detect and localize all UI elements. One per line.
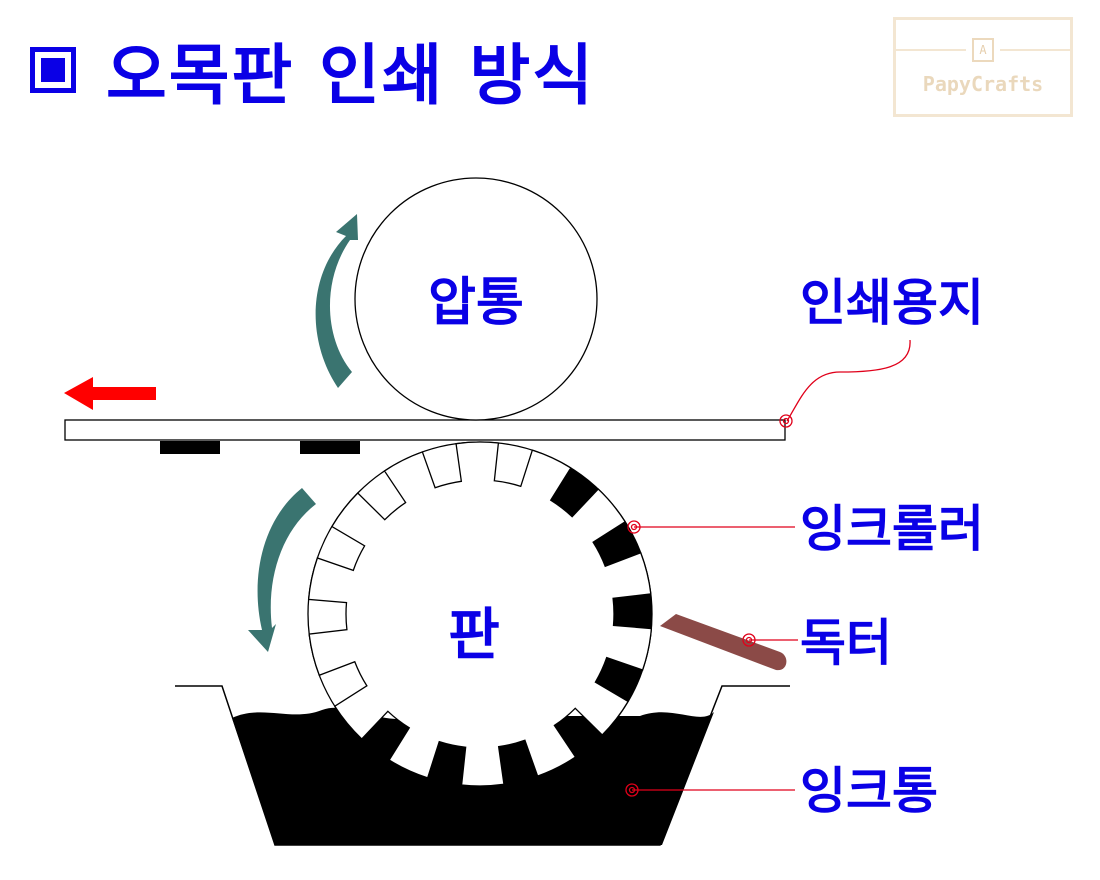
doctor-blade [660, 614, 787, 671]
page-title: 오목판 인쇄 방식 [30, 22, 595, 118]
ink-cell [595, 657, 643, 702]
ink-cell [550, 467, 599, 517]
impression-cylinder [354, 177, 598, 421]
marker-doctor [742, 633, 756, 647]
watermark-text: PapyCrafts [922, 72, 1044, 96]
label-ink-trough: 잉크통 [800, 762, 938, 820]
square-bullet-icon [30, 47, 76, 93]
marker-roller [627, 520, 641, 534]
label-plate: 판 [448, 603, 500, 668]
label-ink-roller: 잉크롤러 [800, 500, 984, 558]
watermark-logo: A PapyCrafts [893, 17, 1073, 117]
marker-paper [779, 414, 793, 428]
rotation-arrow-bottom [248, 488, 316, 652]
label-doctor: 독터 [800, 614, 892, 672]
title-text: 오목판 인쇄 방식 [106, 37, 595, 114]
printed-ink-mark [160, 441, 220, 454]
label-printing-paper: 인쇄용지 [800, 274, 984, 332]
marker-trough [625, 783, 639, 797]
rotation-arrow-top [315, 214, 358, 388]
direction-arrow [64, 377, 156, 410]
leader-line-paper [786, 339, 911, 422]
printed-ink-mark [300, 441, 360, 454]
plate-gear-outline [307, 441, 653, 787]
ink-cell [613, 593, 652, 629]
cube-icon: A [972, 38, 994, 62]
printing-paper [64, 419, 786, 441]
plate-teeth [307, 441, 653, 787]
ink-cell [593, 521, 641, 567]
label-impression-cylinder: 압통 [428, 273, 524, 333]
